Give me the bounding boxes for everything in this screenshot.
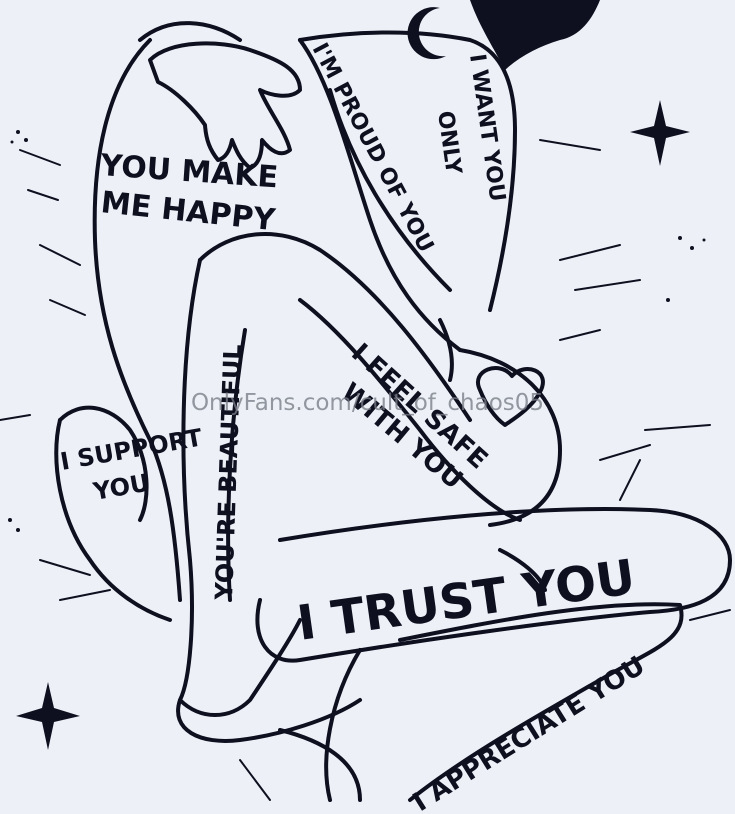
sparkle-stars (8, 100, 706, 750)
sparkle-icon (630, 100, 690, 166)
hand (148, 41, 302, 170)
phrase-support-line2: YOU (90, 469, 151, 507)
hair (470, 0, 600, 70)
phrase-want-line2: ONLY (432, 109, 466, 177)
body-outlines (54, 21, 732, 802)
back-outline (92, 38, 182, 602)
sparkle-icon (16, 682, 80, 750)
phrase-trust: I TRUST YOU (294, 549, 639, 652)
background-dashes (0, 139, 731, 801)
watermark-text: OnlyFans.com/cult_of_chaos05 (190, 390, 545, 416)
moon-icon (407, 7, 446, 60)
phrase-appreciate: I APPRECIATE YOU (408, 651, 651, 814)
phrase-want-line1: I WANT YOU (464, 52, 509, 203)
phrase-beautiful: YOU'RE BEAUTIFUL (210, 344, 247, 601)
